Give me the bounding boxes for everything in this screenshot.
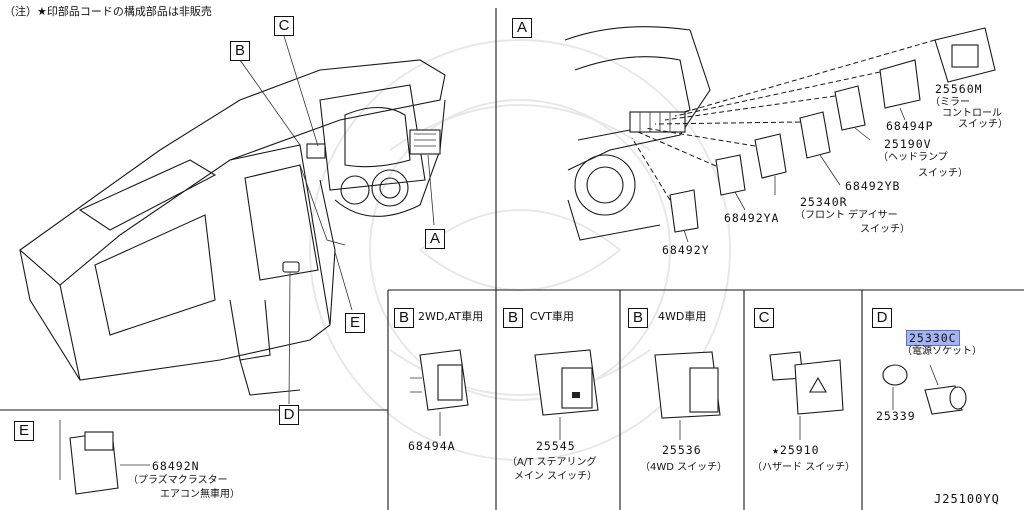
part-desc: （プラズマクラスター <box>128 475 228 486</box>
part-desc: （A/T ステアリング <box>507 457 597 468</box>
subpanel-c-label: C <box>754 308 774 328</box>
panel-a-illustration <box>564 26 996 243</box>
view-callout-d[interactable]: D <box>279 405 299 425</box>
dashboard-illustration <box>19 35 446 480</box>
part-code-25560m[interactable]: 25560M <box>935 82 983 96</box>
footnote: （注）★印部品コードの構成部品は非販売 <box>4 5 212 18</box>
view-callout-e[interactable]: E <box>345 313 365 333</box>
panel-frames <box>0 8 1024 510</box>
part-desc: （ハザード スイッチ） <box>752 462 856 473</box>
view-callout-c[interactable]: C <box>274 16 294 36</box>
part-code-68494a[interactable]: 68494A <box>408 439 456 453</box>
sub-panel-illustrations <box>69 349 967 495</box>
part-code-68492n[interactable]: 68492N <box>152 459 200 473</box>
part-desc: （電源ソケット） <box>902 346 982 357</box>
panel-e-label: E <box>14 421 34 441</box>
part-desc: メイン スイッチ） <box>514 471 598 482</box>
part-code-68492ya[interactable]: 68492YA <box>724 211 780 225</box>
part-code-25910[interactable]: ★25910 <box>772 443 820 457</box>
view-callout-b[interactable]: B <box>230 41 250 61</box>
subpanel-b2-title: CVT車用 <box>530 310 574 323</box>
part-code-25339[interactable]: 25339 <box>876 409 916 423</box>
diagram-id: J25100YQ <box>934 492 1000 506</box>
part-code-25340r[interactable]: 25340R <box>800 195 848 209</box>
part-code-25330c[interactable]: 25330C <box>906 330 960 346</box>
view-callout-a[interactable]: A <box>425 229 445 249</box>
part-desc: スイッチ） <box>958 119 1008 130</box>
part-desc: （ヘッドランプ <box>878 152 948 163</box>
subpanel-b1-label: B <box>394 308 414 328</box>
subpanel-b3-label: B <box>628 308 648 328</box>
part-desc: コントロール <box>942 108 1002 119</box>
part-code-68492y[interactable]: 68492Y <box>662 243 710 257</box>
subpanel-b3-title: 4WD車用 <box>658 310 707 323</box>
subpanel-b2-label: B <box>503 308 523 328</box>
part-desc: （ミラー <box>930 97 970 108</box>
part-desc: エアコン無車用） <box>160 489 240 500</box>
part-code-68492yb[interactable]: 68492YB <box>845 179 901 193</box>
part-code-68494p[interactable]: 68494P <box>886 119 934 133</box>
part-code-25536[interactable]: 25536 <box>662 443 702 457</box>
part-code-25190v[interactable]: 25190V <box>884 137 932 151</box>
part-desc: （フロント デアイサー <box>795 210 898 221</box>
part-desc: スイッチ） <box>860 224 910 235</box>
part-code-25545[interactable]: 25545 <box>536 439 576 453</box>
part-desc: （4WD スイッチ） <box>640 462 728 473</box>
watermark-emblem <box>309 39 731 461</box>
subpanel-d-label: D <box>872 308 892 328</box>
subpanel-b1-title: 2WD,AT車用 <box>418 310 484 323</box>
panel-a-label: A <box>512 18 532 38</box>
part-desc: スイッチ） <box>918 168 968 179</box>
